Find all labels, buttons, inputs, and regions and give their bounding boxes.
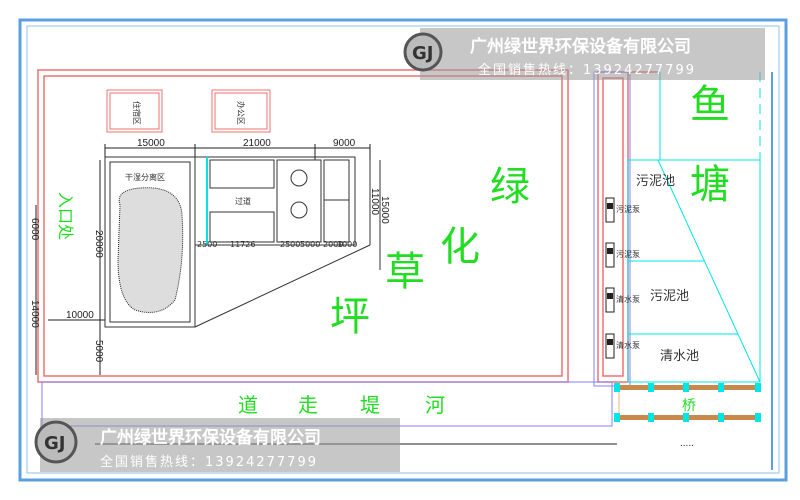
watermark-top: GJ 广州绿世界环保设备有限公司 全国销售热线：13924277799 — [403, 28, 765, 80]
inner-frame — [26, 25, 780, 474]
tank-label: 污泥池 — [650, 289, 689, 304]
lawn-label: 草 — [385, 249, 425, 295]
facility — [104, 156, 381, 328]
dimension-label: 3000 — [337, 240, 357, 249]
aisle-label: 过道 — [235, 196, 251, 206]
svg-text:GJ: GJ — [412, 43, 433, 64]
treatment-area-label: 干湿分离区 — [125, 172, 165, 182]
dimension-label: 11726 — [230, 240, 255, 249]
office-building — [211, 89, 271, 133]
left-dimensions — [35, 160, 105, 375]
dimension-label: 5000 — [300, 240, 320, 249]
tank-label: 污泥池 — [636, 174, 675, 189]
entrance-label: 入口处 — [56, 192, 75, 240]
watermark-bottom: GJ 广州绿世界环保设备有限公司 全国销售热线：13924277799 — [34, 418, 400, 472]
lawn-boundary — [37, 69, 569, 383]
lawn-label: 绿 — [490, 164, 530, 210]
pump-icon: 污泥泵 — [605, 242, 640, 268]
dimension-label: 10000 — [66, 310, 94, 321]
lawn-label: 化 — [440, 224, 480, 270]
dimension-label: 15000 — [379, 196, 390, 224]
road-label: 走 — [298, 393, 318, 417]
fish-pond-label-2: 塘 — [690, 162, 730, 208]
pump-icon: 清水泵 — [605, 287, 640, 313]
tank-label: 清水池 — [660, 349, 699, 364]
bridge-label: 桥 — [682, 398, 696, 414]
svg-text:污泥泵: 污泥泵 — [616, 204, 640, 214]
fish-pond — [627, 72, 761, 383]
pump-icon: 污泥泵 — [605, 197, 640, 223]
road-label: 道 — [238, 393, 258, 417]
outer-frame — [18, 18, 788, 482]
dorm-label: 住宿区 — [132, 101, 142, 125]
fish-pond-label-1: 鱼 — [690, 82, 730, 128]
svg-text:GJ: GJ — [44, 433, 65, 454]
dimension-label: 9000 — [333, 138, 356, 149]
dimension-label: 14000 — [29, 300, 40, 328]
dimension-label: 15000 — [137, 138, 165, 149]
dimension-label: 5000 — [93, 340, 104, 363]
office-label: 办公区 — [236, 101, 246, 125]
svg-text:全国销售热线：13924277799: 全国销售热线：13924277799 — [100, 454, 318, 470]
lawn-label: 坪 — [330, 294, 370, 340]
dimension-label: 11000 — [369, 188, 380, 216]
dimension-label: 21000 — [243, 138, 271, 149]
dimension-label: 2500 — [197, 240, 217, 249]
road-label: 河 — [425, 393, 445, 417]
svg-text:广州绿世界环保设备有限公司: 广州绿世界环保设备有限公司 — [100, 427, 321, 448]
dimension-label: 20000 — [93, 230, 104, 258]
dimension-label: 6000 — [29, 218, 40, 241]
bridge: 桥 — [614, 383, 761, 422]
ellipsis: ..... — [680, 438, 694, 449]
svg-text:清水泵: 清水泵 — [616, 340, 640, 350]
pumps: 污泥泵 污泥泵 清水泵 清水泵 — [605, 197, 640, 359]
logo-icon — [403, 32, 443, 72]
svg-text:广州绿世界环保设备有限公司: 广州绿世界环保设备有限公司 — [470, 36, 691, 57]
dimension-label: 2000 — [323, 240, 343, 249]
road-label: 堤 — [360, 393, 380, 417]
logo-icon — [34, 420, 78, 464]
svg-text:污泥泵: 污泥泵 — [616, 249, 640, 259]
pump-icon: 清水泵 — [605, 333, 640, 359]
svg-text:清水泵: 清水泵 — [616, 294, 640, 304]
dorm-building — [106, 89, 163, 133]
svg-text:全国销售热线：13924277799: 全国销售热线：13924277799 — [478, 62, 696, 78]
dimension-label: 2500 — [280, 240, 300, 249]
